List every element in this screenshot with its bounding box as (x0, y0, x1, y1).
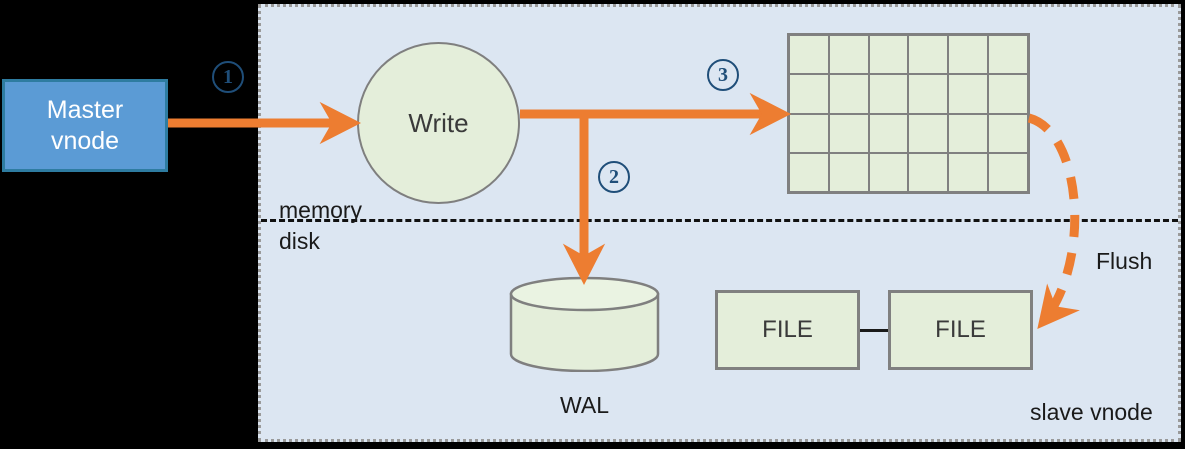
grid-cell (989, 75, 1027, 113)
disk-label: disk (279, 228, 320, 254)
grid-cell (829, 153, 868, 191)
grid-cell (909, 36, 948, 74)
step-badge-3: 3 (707, 59, 739, 91)
wal-label: WAL (560, 392, 609, 418)
grid-cell (909, 114, 948, 152)
step-badge-2: 2 (598, 161, 630, 193)
step-badge-1: 1 (212, 61, 244, 93)
write-node[interactable]: Write (357, 42, 520, 204)
grid-cell (829, 114, 868, 152)
grid-cell (989, 36, 1027, 74)
memory-grid (787, 33, 1030, 194)
wal-cylinder[interactable] (509, 276, 660, 373)
file-box-1[interactable]: FILE (715, 290, 860, 370)
slave-vnode-label: slave vnode (1030, 399, 1153, 425)
grid-cell (949, 114, 988, 152)
grid-cell (949, 153, 988, 191)
grid-cell (909, 153, 948, 191)
file-box-1-label: FILE (762, 316, 813, 343)
grid-cell (790, 153, 828, 191)
file-box-2-label: FILE (935, 316, 986, 343)
grid-cell (790, 114, 828, 152)
master-vnode-label-line1: Master (46, 96, 124, 124)
grid-cell (869, 114, 908, 152)
grid-cell (869, 75, 908, 113)
file-box-2[interactable]: FILE (888, 290, 1033, 370)
wal-cylinder-shape (509, 276, 660, 373)
master-vnode-box[interactable]: Master vnode (2, 79, 168, 172)
grid-cell (869, 36, 908, 74)
master-vnode-label-line2: vnode (50, 126, 120, 155)
grid-cell (829, 36, 868, 74)
grid-cell (949, 36, 988, 74)
grid-cell (790, 36, 828, 74)
grid-cell (790, 75, 828, 113)
flush-label: Flush (1096, 248, 1153, 274)
grid-cell (909, 75, 948, 113)
grid-cell (989, 153, 1027, 191)
file-connector-line (860, 329, 889, 332)
grid-cell (829, 75, 868, 113)
write-node-label: Write (408, 107, 469, 138)
grid-cell (869, 153, 908, 191)
grid-cell (949, 75, 988, 113)
memory-label: memory (279, 197, 363, 223)
memory-disk-divider (261, 219, 1178, 222)
grid-cell (989, 114, 1027, 152)
